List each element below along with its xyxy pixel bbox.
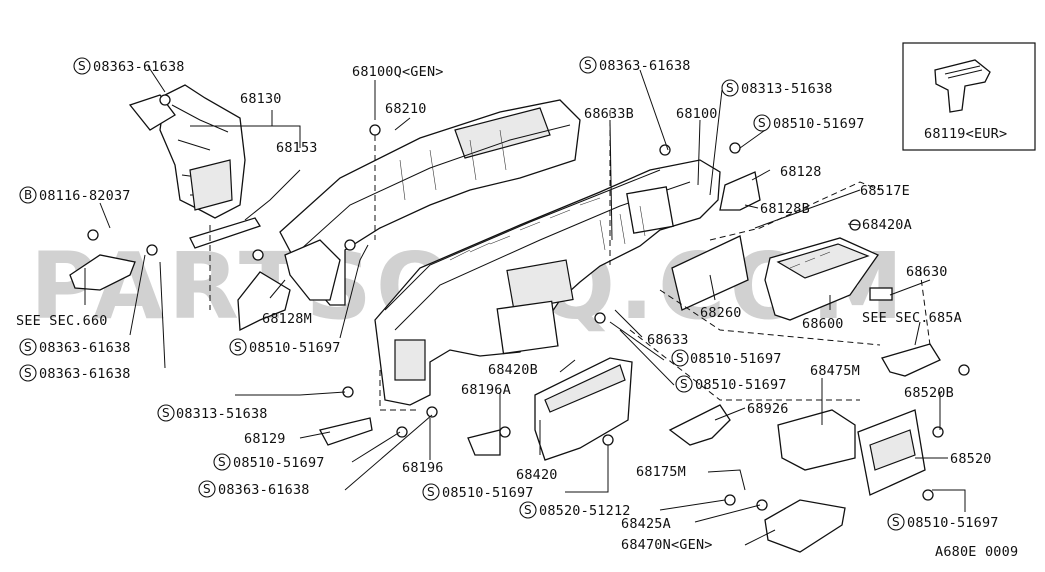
latch-68630-drawing (869, 287, 893, 301)
bracket-68926-drawing (668, 404, 731, 446)
clip-68119-drawing (934, 59, 991, 113)
label-68153: 68153 (276, 140, 318, 156)
svg-text:S: S (427, 485, 435, 499)
label-68420: 68420 (516, 467, 558, 483)
inset-box (902, 42, 1036, 151)
label-68130: 68130 (240, 91, 282, 107)
bracket-68153-drawing (189, 217, 261, 249)
svg-text:S: S (676, 351, 684, 365)
label-68128b: 68128B (760, 201, 810, 217)
svg-text:S: S (24, 340, 32, 354)
label-68128: 68128 (780, 164, 822, 180)
switch-sec685a-drawing (881, 343, 941, 377)
label-68475m: 68475M (810, 363, 860, 379)
label-68100: 68100 (676, 106, 718, 122)
fastener-symbols: S B S S S S S S S S S S S S S S (19, 56, 905, 531)
label-08510-51697-a: 08510-51697 (249, 340, 341, 356)
svg-text:S: S (680, 377, 688, 391)
label-08363-61638-e: 08363-61638 (218, 482, 310, 498)
label-08520-51212: 08520-51212 (539, 503, 631, 519)
alignment-lines (209, 110, 931, 411)
label-see-sec660: SEE SEC.660 (16, 313, 108, 329)
label-68129: 68129 (244, 431, 286, 447)
label-68425a: 68425A (621, 516, 671, 532)
glovebox-68600-drawing (764, 237, 879, 321)
label-68119-eur: 68119<EUR> (924, 126, 1007, 142)
svg-text:S: S (726, 81, 734, 95)
panel-68520-vent-drawing (869, 429, 916, 471)
label-68926: 68926 (747, 401, 789, 417)
fasteners (87, 94, 970, 511)
label-08313-51638-b: 08313-51638 (176, 406, 268, 422)
label-08510-51697-f: 08510-51697 (442, 485, 534, 501)
label-08510-51697-g: 08510-51697 (907, 515, 999, 531)
label-08510-51697-d: 08510-51697 (695, 377, 787, 393)
label-08510-51697-e: 08510-51697 (233, 455, 325, 471)
label-68128m: 68128M (262, 311, 312, 327)
pocket-68470n-drawing (764, 499, 846, 553)
bracket-68196-drawing (467, 429, 501, 456)
svg-text:S: S (524, 503, 532, 517)
leader-lines (84, 65, 966, 546)
label-08363-61638-a: 08363-61638 (93, 59, 185, 75)
lid-68260-drawing (671, 235, 749, 311)
label-68520: 68520 (950, 451, 992, 467)
instrument-panel-drawing (374, 159, 721, 406)
label-08510-51697-c: 08510-51697 (690, 351, 782, 367)
label-68420a: 68420A (862, 217, 912, 233)
label-68633b: 68633B (584, 106, 634, 122)
bracket-68130-drawing (128, 84, 246, 219)
svg-text:S: S (203, 482, 211, 496)
label-68196: 68196 (402, 460, 444, 476)
label-68420b: 68420B (488, 362, 538, 378)
bracket-68128m-drawing (237, 271, 291, 332)
part-labels: 08363-61638 68130 68153 08116-82037 SEE … (16, 58, 1018, 560)
label-08363-61638-c: 08363-61638 (39, 366, 131, 382)
label-68630: 68630 (906, 264, 948, 280)
clip-68128-drawing (719, 171, 761, 211)
label-68100q-gen: 68100Q<GEN> (352, 64, 444, 80)
label-68633: 68633 (647, 332, 689, 348)
plate-sec660-drawing (69, 254, 136, 291)
label-68600: 68600 (802, 316, 844, 332)
svg-text:S: S (78, 59, 86, 73)
svg-text:S: S (24, 366, 32, 380)
cluster-lid-top-drawing (544, 364, 626, 413)
figure-code: A680E 0009 (935, 544, 1018, 560)
label-68520b: 68520B (904, 385, 954, 401)
label-68196a: 68196A (461, 382, 511, 398)
box-68475m-drawing (777, 409, 856, 471)
bracket-68129-drawing (319, 417, 373, 446)
svg-text:S: S (234, 340, 242, 354)
label-see-sec685a: SEE SEC.685A (862, 310, 962, 326)
label-08363-61638-d: 08363-61638 (599, 58, 691, 74)
svg-text:S: S (218, 455, 226, 469)
svg-text:S: S (584, 58, 592, 72)
label-08363-61638-b: 08363-61638 (39, 340, 131, 356)
label-08510-51697-b: 08510-51697 (773, 116, 865, 132)
label-68210: 68210 (385, 101, 427, 117)
svg-text:S: S (892, 515, 900, 529)
label-08313-51638-a: 08313-51638 (741, 81, 833, 97)
upper-pad-68210-drawing (279, 99, 581, 306)
svg-text:S: S (758, 116, 766, 130)
label-68517e: 68517E (860, 183, 910, 199)
label-68470n-gen: 68470N<GEN> (621, 537, 713, 553)
label-68175m: 68175M (636, 464, 686, 480)
label-08116-82037: 08116-82037 (39, 188, 131, 204)
svg-text:B: B (24, 188, 32, 202)
svg-text:S: S (162, 406, 170, 420)
label-68260: 68260 (700, 305, 742, 321)
